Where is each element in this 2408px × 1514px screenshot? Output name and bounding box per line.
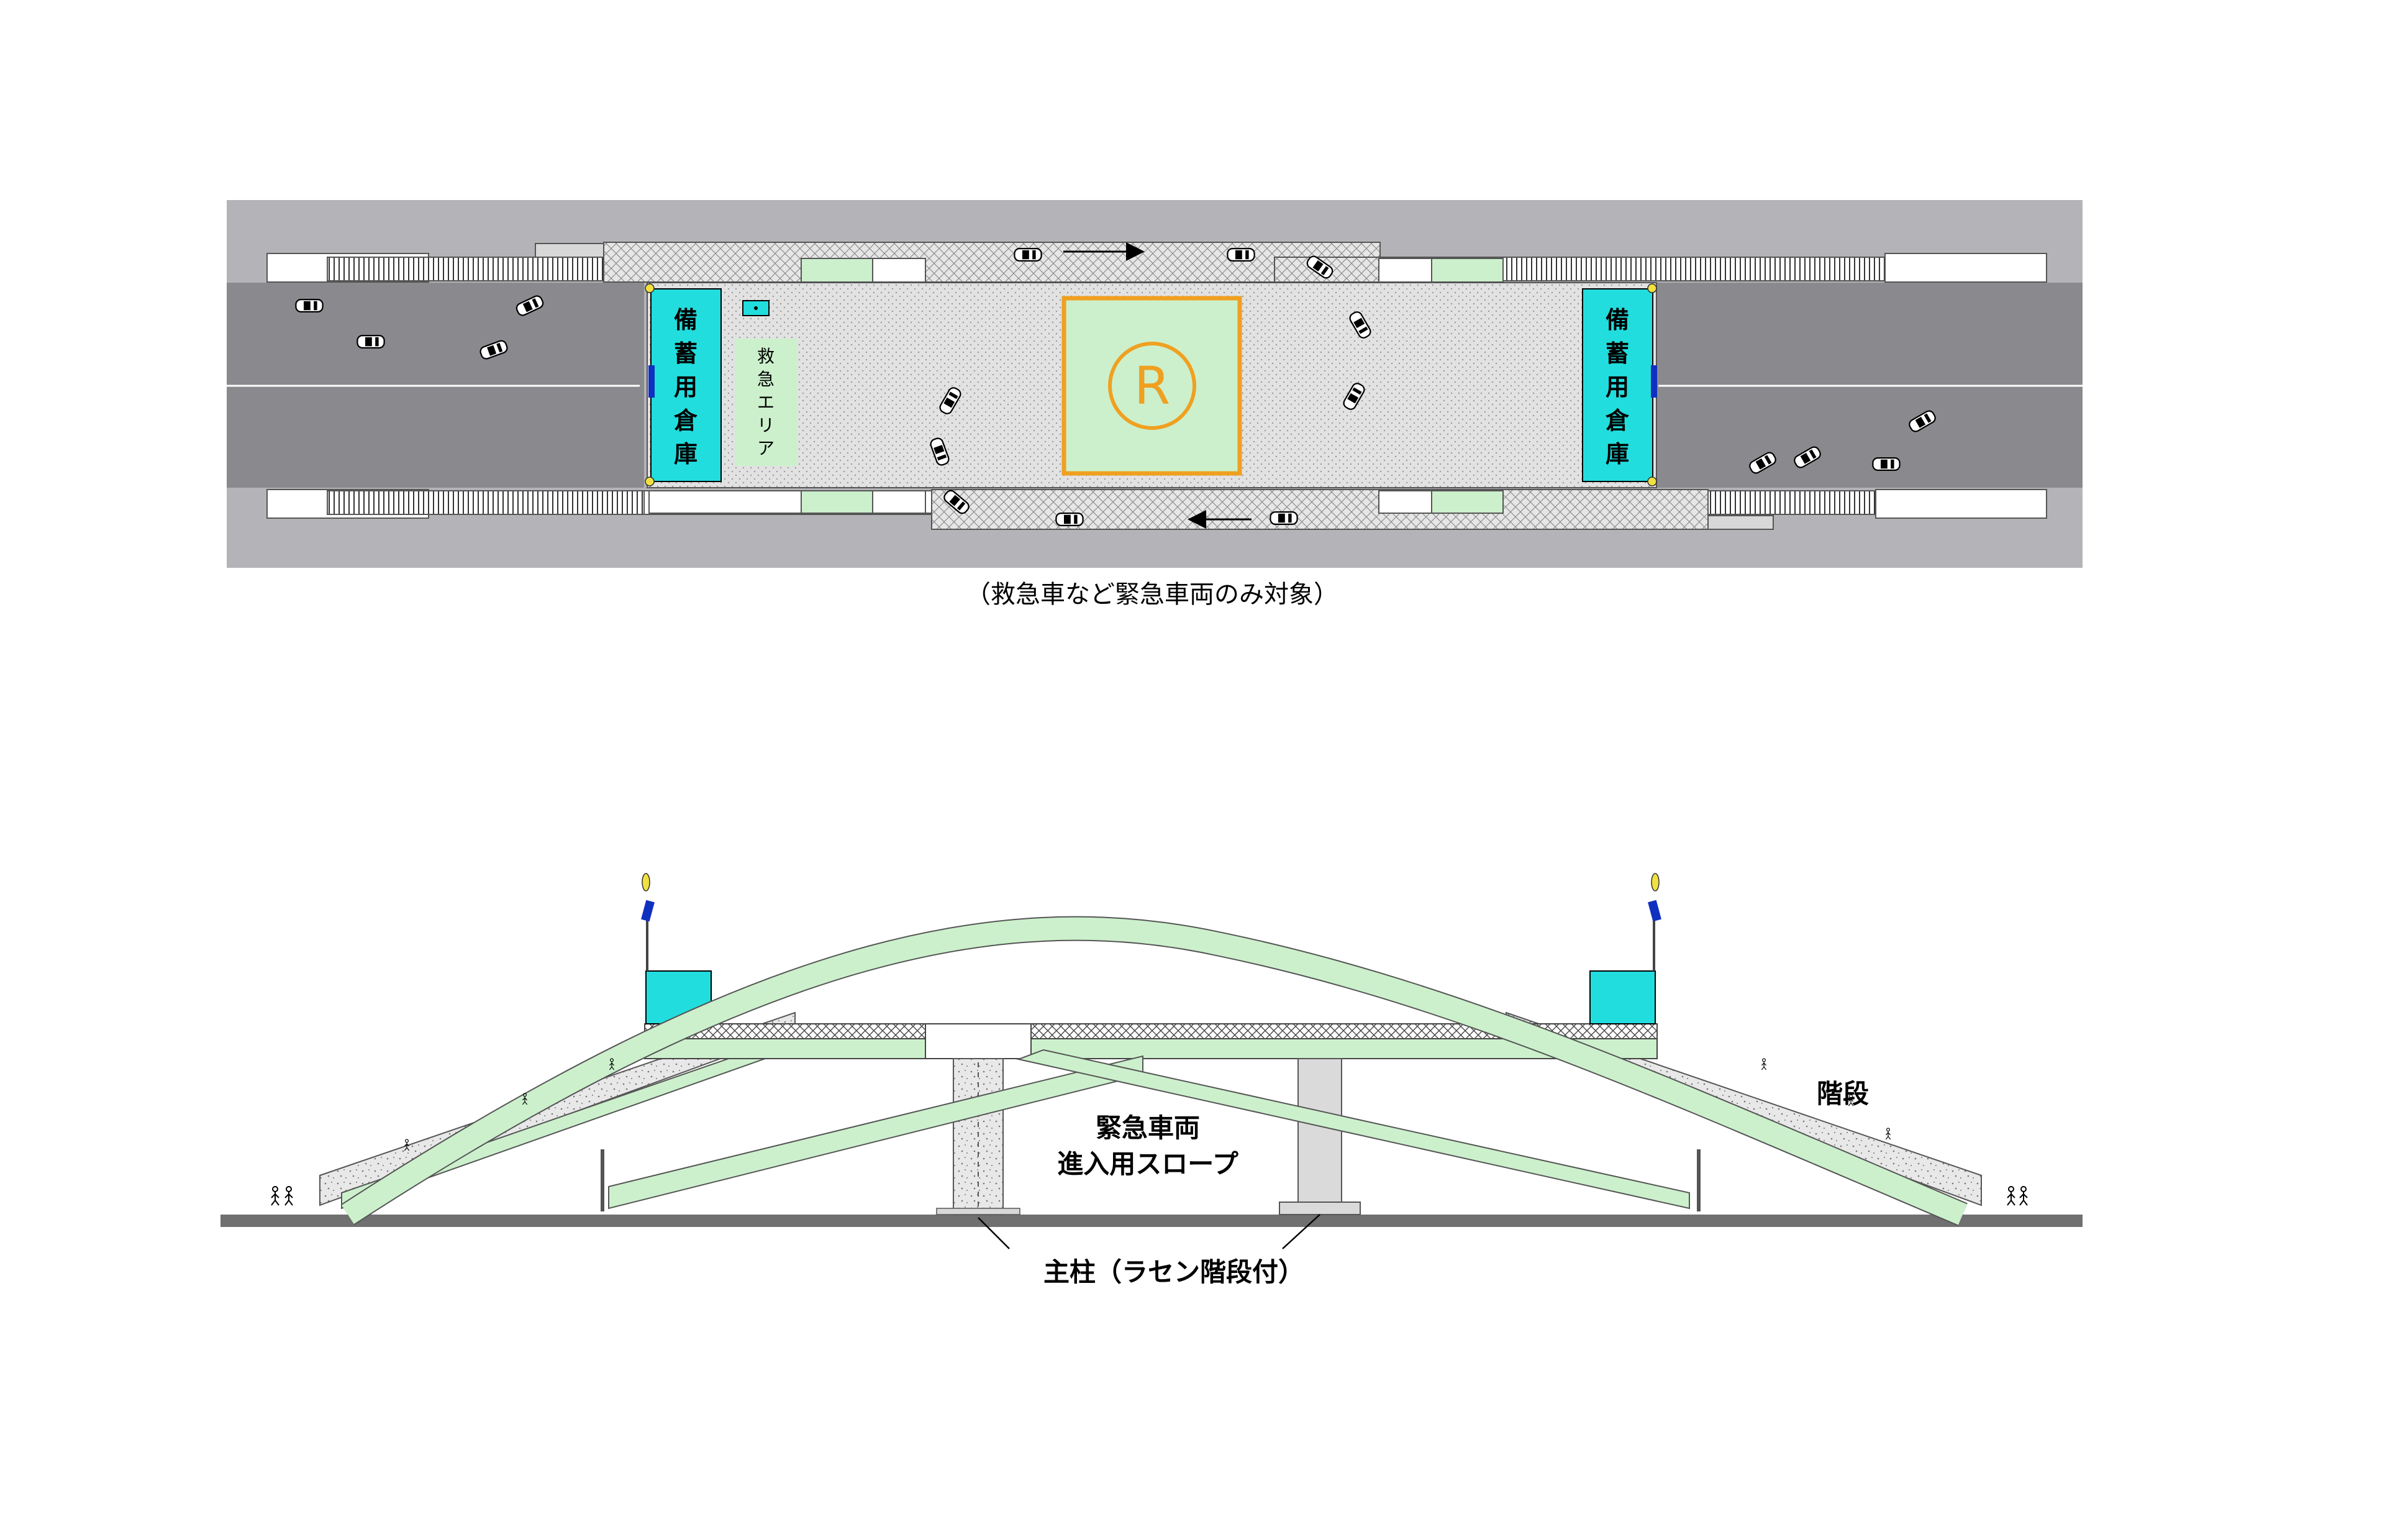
rescue-area-char-5: ア xyxy=(757,438,775,458)
main-pillar xyxy=(936,1058,1020,1215)
helipad: R xyxy=(1061,296,1242,476)
ramp-lower-right xyxy=(1016,1049,1690,1210)
light-pole-right xyxy=(1648,873,1661,971)
rescue-area-char-2: 急 xyxy=(757,369,775,390)
pillar-label: 主柱（ラセン階段付） xyxy=(1043,1257,1304,1287)
rescue-area-char-3: エ xyxy=(757,392,775,413)
secondary-pillar xyxy=(1279,1058,1361,1215)
warehouse-right-char-5: 庫 xyxy=(1606,440,1629,468)
warehouse-left-char-3: 用 xyxy=(674,373,697,401)
warehouse-right-char-2: 蓄 xyxy=(1606,340,1629,367)
warehouse-right-char-4: 倉 xyxy=(1605,407,1630,434)
plan-view: 備 蓄 用 倉 庫 備 蓄 用 倉 庫 救 急 エ リ ア xyxy=(227,200,2083,568)
warehouse-left-char-2: 蓄 xyxy=(674,340,697,367)
elevation-view: 階段 緊急車両 進入用スロープ 主柱（ラセン階段付） xyxy=(220,873,2083,1287)
ground-line xyxy=(220,1215,2083,1227)
ramp-bottom xyxy=(931,489,1709,530)
ramp-label-line2: 進入用スロープ xyxy=(1057,1149,1238,1179)
light-pole-left xyxy=(641,873,655,971)
warehouse-right-char-1: 備 xyxy=(1606,306,1629,334)
deck-warehouse-right xyxy=(1589,970,1656,1024)
warehouse-left-char-1: 備 xyxy=(674,306,697,334)
warehouse-left-char-5: 庫 xyxy=(674,440,697,468)
warehouse-left: 備 蓄 用 倉 庫 xyxy=(645,283,722,486)
ramp-top xyxy=(603,242,1381,283)
rescue-area: 救 急 エ リ ア xyxy=(735,300,797,466)
ramp-label-line1: 緊急車両 xyxy=(1096,1113,1200,1143)
warehouse-right: 備 蓄 用 倉 庫 xyxy=(1582,283,1657,486)
rescue-area-char-1: 救 xyxy=(757,346,775,367)
rescue-area-char-4: リ xyxy=(757,415,775,436)
helipad-mark: R xyxy=(1134,355,1170,416)
warehouse-left-char-4: 倉 xyxy=(673,407,698,434)
stairs-label: 階段 xyxy=(1817,1078,1869,1109)
warehouse-right-char-3: 用 xyxy=(1606,373,1629,401)
plan-caption: （救急車など緊急車両のみ対象） xyxy=(966,580,1338,609)
